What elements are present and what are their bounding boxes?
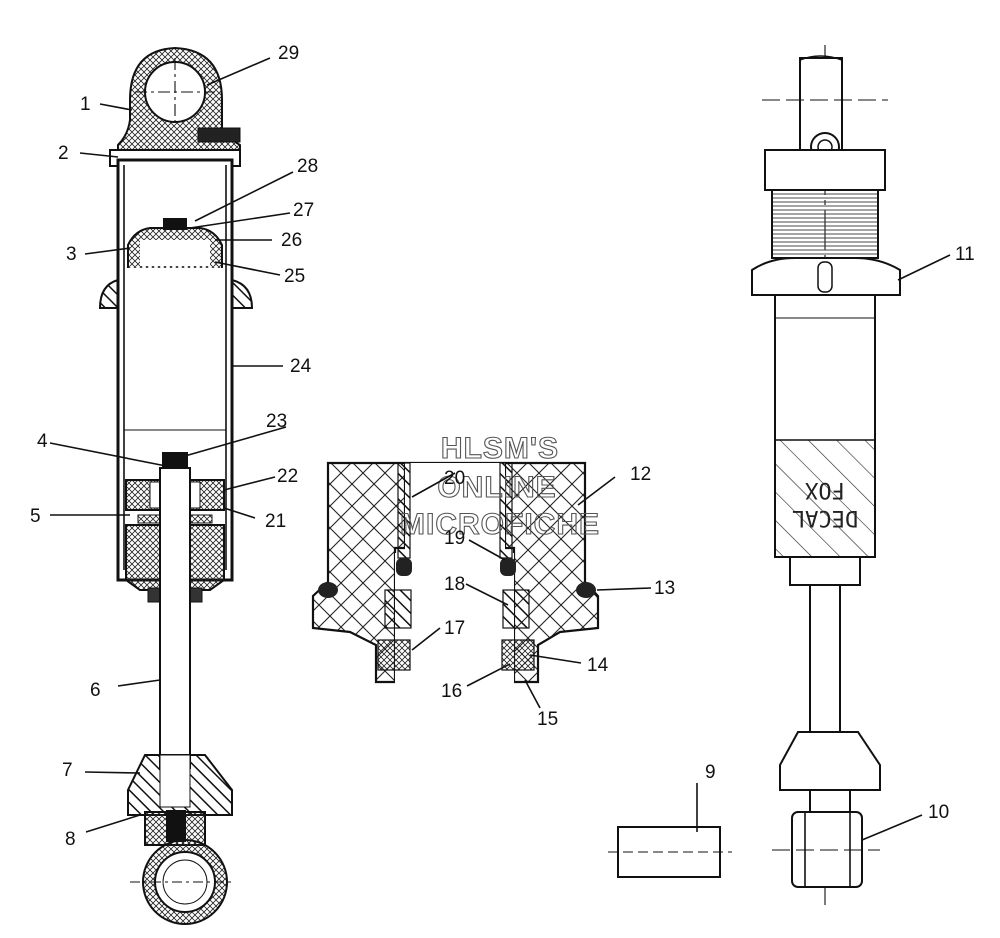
callout-3: 3 xyxy=(66,244,77,265)
callout-5: 5 xyxy=(30,506,41,527)
watermark: HLSM'S ONLINE MICROFICHE xyxy=(399,431,600,541)
callout-23: 23 xyxy=(266,411,287,432)
callout-7: 7 xyxy=(62,760,73,781)
callout-1: 1 xyxy=(80,94,91,115)
right-bump-stop xyxy=(779,731,881,791)
callout-27: 27 xyxy=(293,200,314,221)
threaded-body xyxy=(771,189,879,259)
decal-line-2: FOX xyxy=(804,477,844,502)
watermark-line-1: HLSM'S xyxy=(441,432,559,465)
callout-14: 14 xyxy=(587,655,609,676)
callout-22: 22 xyxy=(277,466,298,487)
left-shock-cutaway xyxy=(98,46,254,925)
callout-25: 25 xyxy=(284,266,305,287)
reservoir-valve xyxy=(197,127,241,143)
spring-retainer-upper xyxy=(98,278,119,309)
callout-19: 19 xyxy=(444,528,465,549)
callout-16: 16 xyxy=(441,681,462,702)
callout-26: 26 xyxy=(281,230,302,251)
callout-9: 9 xyxy=(705,762,716,783)
right-shaft xyxy=(809,584,841,736)
callout-10: 10 xyxy=(928,802,949,823)
seal-head-detail xyxy=(311,461,600,685)
right-shock-assembled: DECAL FOX xyxy=(751,45,901,905)
callout-17: 17 xyxy=(444,618,465,639)
callout-8: 8 xyxy=(65,829,76,850)
callout-18: 18 xyxy=(444,574,465,595)
watermark-line-2: ONLINE xyxy=(437,471,556,504)
callout-6: 6 xyxy=(90,680,101,701)
callout-labels: 29 1 2 28 27 26 3 25 24 23 4 22 5 21 6 7… xyxy=(30,43,975,850)
callout-11: 11 xyxy=(955,244,975,265)
decal-line-1: DECAL xyxy=(792,505,858,530)
reservoir-cap xyxy=(764,149,886,191)
fox-decal xyxy=(774,439,876,558)
callout-21: 21 xyxy=(265,511,286,532)
callout-12: 12 xyxy=(630,464,651,485)
callout-20: 20 xyxy=(444,468,465,489)
callout-2: 2 xyxy=(58,143,69,164)
callout-28: 28 xyxy=(297,156,318,177)
callout-13: 13 xyxy=(654,578,675,599)
callout-24: 24 xyxy=(290,356,312,377)
shaft xyxy=(159,467,191,769)
leader-lines xyxy=(49,57,951,841)
callout-15: 15 xyxy=(537,709,558,730)
watermark-line-3: MICROFICHE xyxy=(400,508,600,541)
callout-29: 29 xyxy=(278,43,299,64)
spacer-sleeve xyxy=(608,826,732,878)
callout-4: 4 xyxy=(37,431,48,452)
